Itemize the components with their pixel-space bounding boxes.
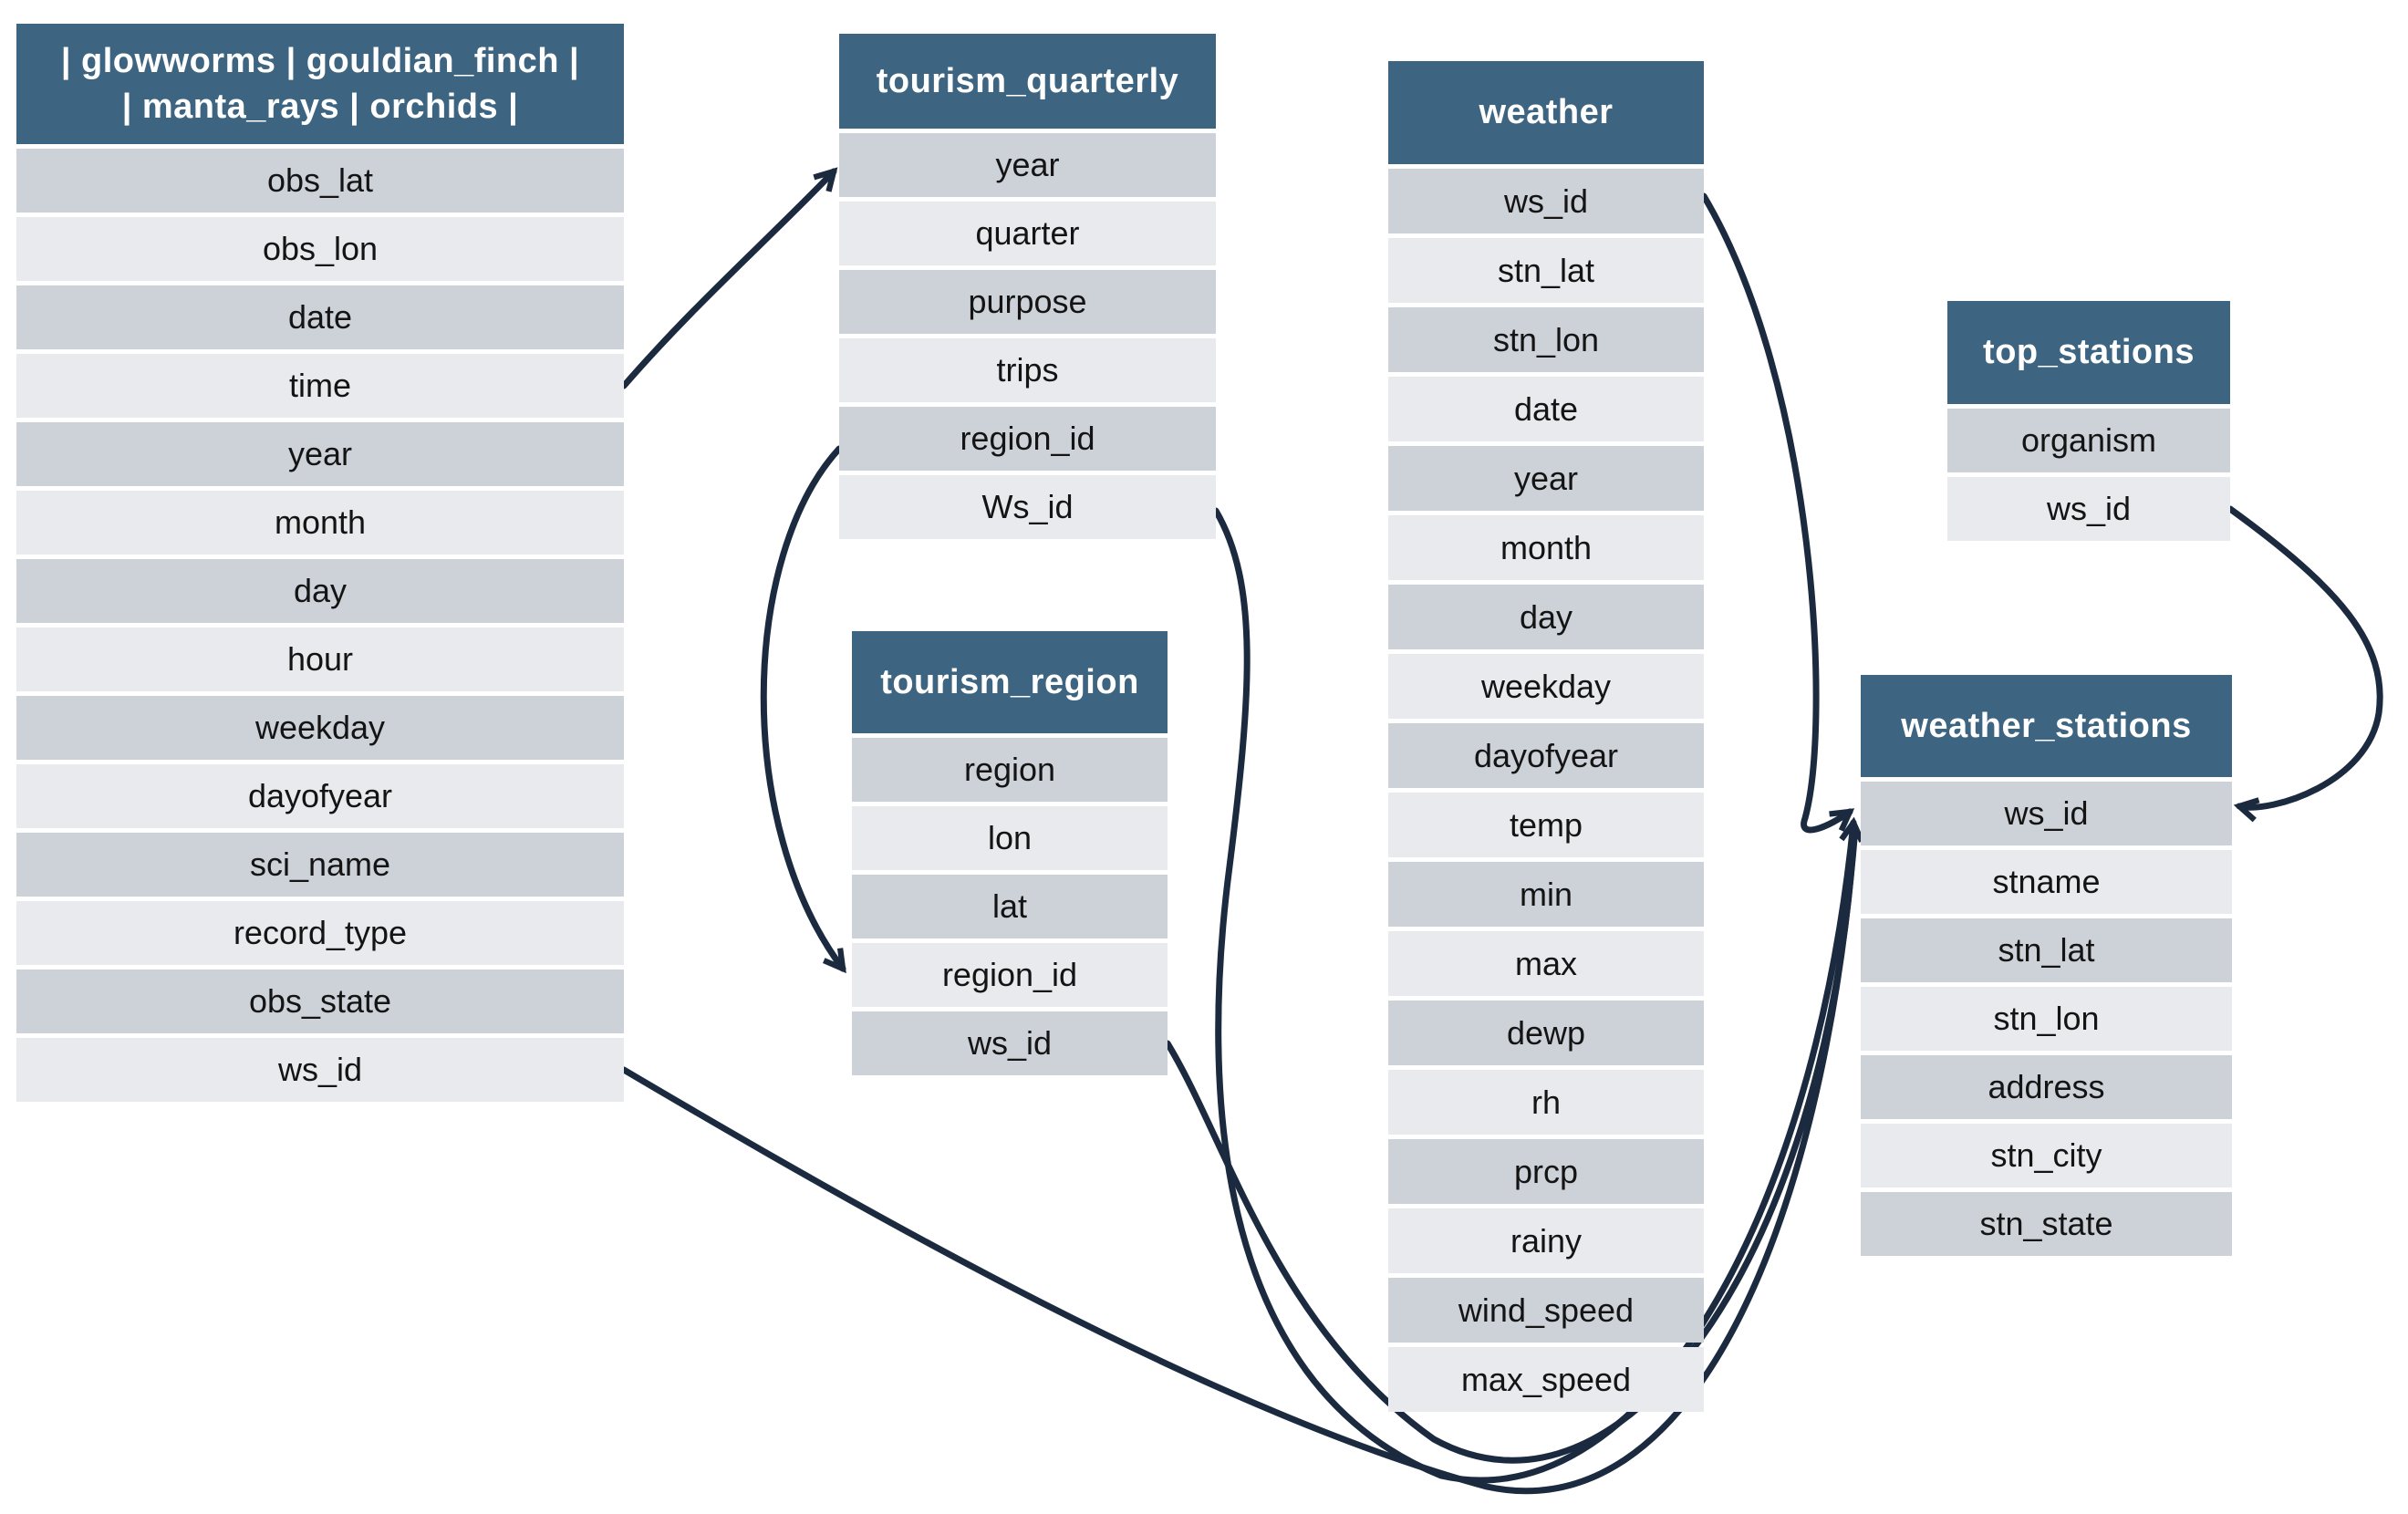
column-ws_id: ws_id xyxy=(852,1011,1168,1075)
column-rainy: rainy xyxy=(1388,1208,1704,1273)
column-month: month xyxy=(1388,515,1704,580)
column-stn_lon: stn_lon xyxy=(1388,307,1704,372)
header-line-1: top_stations xyxy=(1983,333,2195,372)
column-prcp: prcp xyxy=(1388,1139,1704,1204)
column-max_speed: max_speed xyxy=(1388,1347,1704,1412)
column-year: year xyxy=(1388,446,1704,511)
table-observations-union-header: | glowworms | gouldian_finch | | manta_r… xyxy=(16,24,624,144)
table-tourism-quarterly: tourism_quarterly year quarter purpose t… xyxy=(839,34,1216,539)
column-wind_speed: wind_speed xyxy=(1388,1278,1704,1343)
column-sci_name: sci_name xyxy=(16,833,624,897)
column-ws_id: ws_id xyxy=(1861,782,2232,845)
column-region_id: region_id xyxy=(852,943,1168,1007)
header-line-1: weather xyxy=(1479,93,1614,132)
column-year: year xyxy=(839,133,1216,197)
column-day: day xyxy=(1388,585,1704,649)
column-weekday: weekday xyxy=(16,696,624,760)
column-dayofyear: dayofyear xyxy=(16,764,624,828)
column-quarter: quarter xyxy=(839,202,1216,265)
header-line-2: | manta_rays | orchids | xyxy=(121,88,519,126)
column-month: month xyxy=(16,491,624,555)
column-organism: organism xyxy=(1947,409,2230,472)
column-max: max xyxy=(1388,931,1704,996)
column-year: year xyxy=(16,422,624,486)
column-trips: trips xyxy=(839,338,1216,402)
column-day: day xyxy=(16,559,624,623)
connector-region-id-to-tourism-region-region-id xyxy=(760,445,846,974)
column-temp: temp xyxy=(1388,793,1704,857)
column-dewp: dewp xyxy=(1388,1001,1704,1065)
column-stn_city: stn_city xyxy=(1861,1124,2232,1187)
column-date: date xyxy=(1388,377,1704,441)
column-stn_lon: stn_lon xyxy=(1861,987,2232,1051)
column-region: region xyxy=(852,738,1168,802)
column-rh: rh xyxy=(1388,1070,1704,1135)
column-dayofyear: dayofyear xyxy=(1388,723,1704,788)
column-stn_state: stn_state xyxy=(1861,1192,2232,1256)
column-stn_lat: stn_lat xyxy=(1388,238,1704,303)
column-obs_lon: obs_lon xyxy=(16,217,624,281)
table-tourism-quarterly-header: tourism_quarterly xyxy=(839,34,1216,129)
connector-time-to-tourism-quarterly-year xyxy=(620,167,838,389)
table-weather-stations: weather_stations ws_id stname stn_lat st… xyxy=(1861,675,2232,1256)
column-obs_lat: obs_lat xyxy=(16,149,624,213)
header-line-1: tourism_region xyxy=(880,662,1139,701)
column-ws_id: ws_id xyxy=(1947,477,2230,541)
table-weather-header: weather xyxy=(1388,61,1704,164)
table-weather-stations-header: weather_stations xyxy=(1861,675,2232,777)
column-stname: stname xyxy=(1861,850,2232,914)
column-region_id: region_id xyxy=(839,407,1216,471)
connector-top-stations-wsid-to-weather-stations-wsid xyxy=(2226,505,2383,823)
connector-weather-wsid-to-weather-stations-wsid xyxy=(1700,192,1855,834)
table-tourism-region-header: tourism_region xyxy=(852,631,1168,733)
header-line-1: | glowworms | gouldian_finch | xyxy=(60,41,580,80)
column-stn_lat: stn_lat xyxy=(1861,918,2232,982)
column-record_type: record_type xyxy=(16,901,624,965)
table-top-stations: top_stations organism ws_id xyxy=(1947,301,2230,541)
table-tourism-region: tourism_region region lon lat region_id … xyxy=(852,631,1168,1075)
column-obs_state: obs_state xyxy=(16,970,624,1033)
column-hour: hour xyxy=(16,627,624,691)
column-lat: lat xyxy=(852,875,1168,938)
table-observations-union: | glowworms | gouldian_finch | | manta_r… xyxy=(16,24,624,1102)
column-purpose: purpose xyxy=(839,270,1216,334)
column-Ws_id: Ws_id xyxy=(839,475,1216,539)
column-ws_id: ws_id xyxy=(1388,169,1704,233)
column-weekday: weekday xyxy=(1388,654,1704,719)
column-address: address xyxy=(1861,1055,2232,1119)
table-weather: weather ws_id stn_lat stn_lon date year … xyxy=(1388,61,1704,1412)
column-min: min xyxy=(1388,862,1704,927)
column-date: date xyxy=(16,285,624,349)
header-line-1: tourism_quarterly xyxy=(876,61,1179,100)
column-time: time xyxy=(16,354,624,418)
header-line-1: weather_stations xyxy=(1901,706,2192,745)
table-top-stations-header: top_stations xyxy=(1947,301,2230,404)
column-ws_id: ws_id xyxy=(16,1038,624,1102)
column-lon: lon xyxy=(852,806,1168,870)
